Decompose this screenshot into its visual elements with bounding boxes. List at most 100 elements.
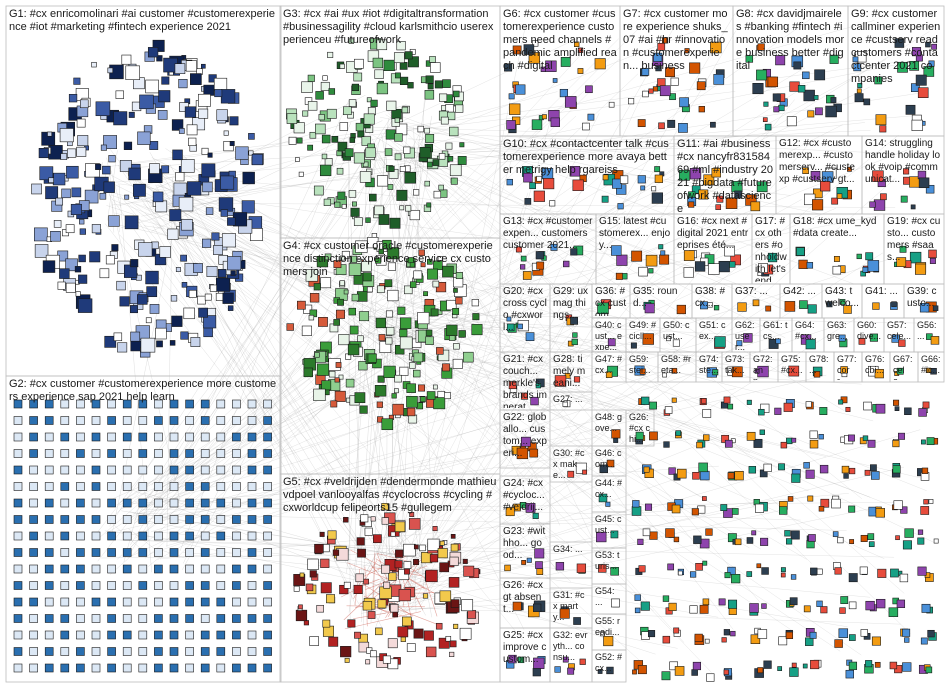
profile-image-node [138, 432, 148, 442]
profile-image-node [662, 372, 667, 378]
profile-image-node [309, 131, 317, 139]
profile-image-node [848, 434, 855, 442]
profile-image-node [818, 434, 824, 440]
profile-image-node [89, 251, 101, 263]
profile-image-node [250, 228, 263, 241]
profile-image-node [615, 272, 623, 280]
profile-image-node [714, 336, 726, 348]
profile-image-node [925, 666, 933, 674]
profile-image-node [438, 637, 450, 649]
profile-image-node [169, 465, 179, 475]
profile-image-node [872, 170, 884, 182]
profile-image-node [169, 581, 179, 590]
profile-image-node [232, 531, 241, 541]
profile-image-node [227, 305, 234, 311]
edge [111, 214, 177, 535]
profile-image-node [790, 574, 797, 580]
profile-image-node [359, 405, 368, 414]
profile-image-node [712, 369, 719, 376]
profile-image-node [684, 48, 690, 54]
profile-image-node [145, 270, 159, 285]
profile-image-node [104, 335, 117, 348]
profile-image-node [232, 432, 241, 442]
profile-image-node [786, 116, 797, 127]
profile-image-node [613, 437, 619, 443]
profile-image-node [230, 270, 236, 276]
profile-image-node [76, 597, 85, 607]
profile-image-node [396, 189, 408, 201]
profile-image-node [122, 449, 132, 458]
profile-image-node [673, 536, 680, 543]
profile-image-node [418, 249, 425, 256]
profile-image-node [185, 614, 194, 623]
profile-image-node [525, 332, 535, 341]
profile-image-node [169, 449, 179, 458]
profile-image-node [263, 432, 272, 442]
profile-image-node [333, 260, 342, 269]
profile-image-node [324, 253, 332, 261]
profile-image-node [894, 38, 905, 48]
group-frame-g25 [499, 627, 551, 683]
profile-image-node [122, 465, 132, 475]
profile-image-node [734, 190, 743, 199]
profile-image-node [506, 178, 513, 186]
edge [164, 334, 547, 504]
edge [120, 148, 394, 229]
profile-image-node [353, 584, 363, 595]
profile-image-node [241, 200, 255, 214]
profile-image-node [611, 429, 621, 439]
profile-image-node [640, 601, 650, 611]
profile-image-node [383, 581, 391, 589]
profile-image-node [223, 141, 234, 152]
edge [377, 318, 416, 556]
profile-image-node [232, 614, 241, 623]
profile-image-node [187, 181, 202, 196]
profile-image-node [734, 470, 744, 481]
profile-image-node [637, 175, 646, 184]
profile-image-node [247, 663, 257, 673]
profile-image-node [871, 471, 880, 480]
profile-image-node [702, 560, 708, 566]
profile-image-node [357, 130, 365, 138]
profile-image-node [138, 548, 148, 557]
profile-image-node [708, 263, 720, 275]
profile-image-node [206, 266, 218, 277]
profile-image-node [442, 265, 454, 278]
edge [394, 436, 720, 568]
profile-image-node [903, 168, 910, 175]
profile-image-node [381, 517, 389, 525]
profile-image-node [929, 257, 936, 264]
edge [391, 352, 394, 582]
profile-image-node [60, 465, 70, 475]
profile-image-node [169, 340, 176, 346]
profile-image-node [44, 531, 54, 541]
profile-image-node [395, 549, 404, 558]
profile-image-node [731, 508, 739, 515]
profile-image-node [840, 596, 849, 604]
profile-image-node [630, 342, 637, 349]
profile-image-node [904, 637, 910, 643]
profile-image-node [344, 148, 354, 158]
profile-image-node [316, 256, 329, 268]
profile-image-node [77, 298, 93, 313]
profile-image-node [326, 108, 337, 119]
profile-image-node [320, 582, 332, 594]
profile-image-node [297, 300, 306, 310]
profile-image-node [152, 191, 164, 203]
profile-image-node [706, 673, 715, 682]
profile-image-node [601, 195, 609, 203]
profile-image-node [909, 251, 922, 264]
profile-image-node [42, 260, 56, 273]
profile-image-node [683, 267, 694, 278]
profile-image-node [146, 286, 158, 298]
profile-image-node [819, 407, 828, 416]
profile-image-node [145, 317, 152, 324]
edge [383, 147, 689, 154]
profile-image-node [925, 367, 932, 373]
profile-image-node [29, 597, 38, 607]
profile-image-node [44, 465, 54, 475]
profile-image-node [107, 531, 116, 541]
edge [123, 92, 590, 555]
profile-image-node [763, 101, 769, 107]
profile-image-node [155, 327, 167, 340]
